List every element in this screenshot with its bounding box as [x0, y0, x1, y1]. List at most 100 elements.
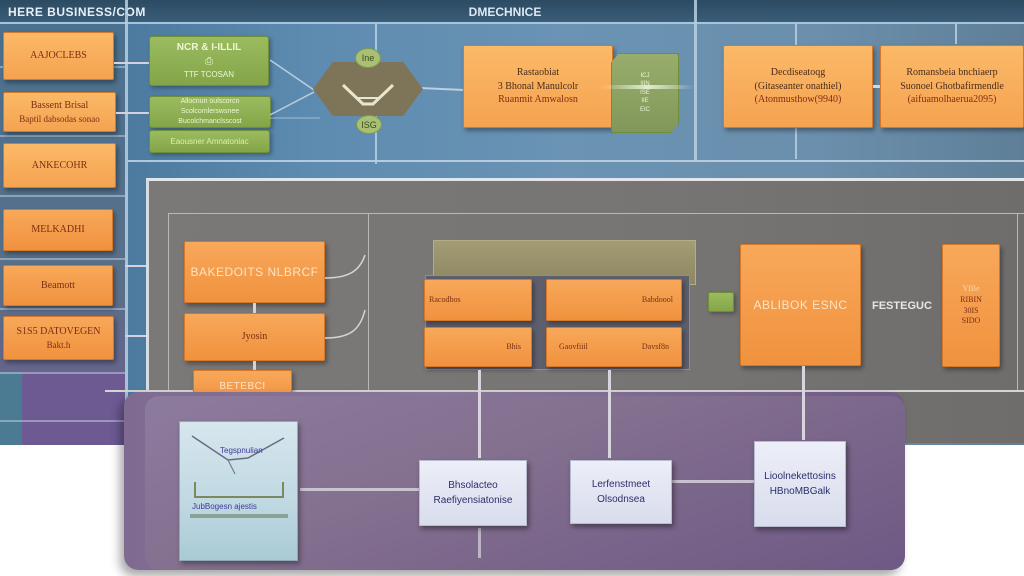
grid-cell-3[interactable]: Bhis	[424, 327, 532, 367]
left-item-5[interactable]: Beamott	[3, 265, 113, 306]
grid-cell-label: Racodbos	[429, 294, 461, 304]
cable-links	[325, 254, 366, 339]
left-item-label: Bassent Brisal	[30, 100, 89, 112]
connector-line	[478, 528, 481, 558]
connector-line	[478, 370, 481, 458]
service-card-1[interactable]: Rastaobiat 3 Bhonal Manulcolr Ruanmit Am…	[463, 45, 613, 128]
module-line: ICJ	[640, 73, 650, 80]
gateway-links	[270, 59, 465, 119]
connector-line	[253, 303, 256, 313]
left-item-label: S1S5 DATOVEGEN	[16, 326, 101, 338]
module-line: EIC	[639, 106, 650, 113]
inner-frame-left	[168, 213, 169, 390]
gateway-top-bubble[interactable]: Ine	[355, 48, 381, 68]
data-card-line: HBnoMBGalk	[769, 486, 831, 497]
data-card-line: Bhsolacteo	[448, 480, 498, 491]
left-item-6[interactable]: S1S5 DATOVEGEN Bakt.h	[3, 316, 114, 360]
data-card-line: Lerfenstmeet	[591, 479, 651, 490]
data-card-line: Olsodnsea	[597, 494, 645, 505]
module-line: IIIN	[640, 80, 649, 88]
service-block-big[interactable]: ABLIBOK ESNC	[740, 244, 861, 366]
service-line: 3 Bhonal Manulcolr	[497, 80, 579, 92]
left-row-line	[0, 420, 125, 422]
left-item-label: MELKADHI	[31, 224, 85, 236]
left-panel-title: HERE BUSINESS/COM	[8, 5, 146, 19]
service-block-label: BAKEDOITS NLBRCF	[190, 264, 319, 279]
left-item-label: ANKECOHR	[31, 159, 88, 171]
connector-line	[300, 488, 420, 491]
service-line: Suonoel Ghotbafirmendle	[900, 80, 1004, 92]
left-row-line	[0, 308, 125, 310]
green-card-title: NCR & I-ILLIL	[176, 42, 242, 54]
service-line: Romansbeia bnchiaerp	[906, 67, 998, 79]
floating-label: FESTEGUC	[872, 300, 932, 312]
service-line: (Gitaseanter onathiel)	[754, 80, 842, 92]
glow-link	[873, 85, 885, 88]
data-card-2[interactable]: Lerfenstmeet Olsodnsea	[570, 460, 672, 524]
grid-cell-label: Bhis	[506, 341, 521, 351]
green-card-label: Eaousner Amnatoniac	[170, 136, 249, 146]
service-line: (Atonmusthow(9940)	[754, 94, 842, 106]
service-block-tall[interactable]: YIBe RIBIN 30IS SIDO	[942, 244, 1000, 367]
grid-cell-2[interactable]: Babdoool	[546, 279, 682, 321]
top-header-bar	[0, 0, 1024, 24]
green-card-line: Scolcomlerswsnee	[180, 108, 240, 116]
grid-cell-label: Babdoool	[641, 294, 673, 304]
connector-line	[116, 112, 150, 114]
connector-module[interactable]: ICJ IIIN ISE IIE EIC	[611, 53, 679, 133]
left-item-sublabel: Baptil dabsodas sonao	[19, 113, 100, 124]
data-card-1[interactable]: Bhsolacteo Raefiyensiatonise	[419, 460, 527, 526]
inner-frame-divider	[368, 213, 369, 390]
inner-frame-top	[168, 213, 1024, 214]
service-line: Decdiseatoqg	[770, 67, 826, 79]
monitoring-device[interactable]: Tegspnulian JubBogesn ajestis	[179, 421, 298, 561]
service-line: (aifuamolhaerua2095)	[907, 94, 997, 106]
diagram-title: DMECHNICE	[468, 5, 542, 19]
connector-line	[802, 366, 805, 440]
green-card-caption: TTF TCOSAN	[183, 70, 235, 80]
grid-cell-4[interactable]: Gaovfiiil Davsf8n	[546, 327, 682, 367]
device-caption: JubBogesn ajestis	[192, 502, 257, 511]
grid-cell-1[interactable]: Racodbos	[424, 279, 532, 321]
router-icon	[341, 83, 395, 106]
tall-line: 30IS	[963, 305, 979, 315]
module-line: ISE	[640, 89, 650, 96]
grid-cell-label: Gaovfiiil	[559, 341, 588, 351]
left-item-sublabel: Bakt.h	[46, 339, 71, 350]
green-card-1[interactable]: NCR & I-ILLIL ⎙ TTF TCOSAN	[149, 36, 269, 86]
green-card-3[interactable]: Eaousner Amnatoniac	[149, 130, 270, 153]
tall-line: SIDO	[961, 316, 981, 326]
service-block-b[interactable]: Jyosin	[184, 313, 325, 361]
green-card-line: Allocnun oulscorcn	[180, 98, 240, 106]
left-column-lower-zone	[0, 372, 125, 445]
connector-line	[608, 370, 611, 458]
left-item-4[interactable]: MELKADHI	[3, 209, 113, 251]
left-item-label: Beamott	[41, 279, 75, 291]
left-item-2[interactable]: Bassent Brisal Baptil dabsodas sonao	[3, 92, 116, 132]
left-item-label: AAJOCLEBS	[30, 50, 87, 62]
service-block-label: Jyosin	[241, 331, 268, 343]
top-band-baseline	[128, 160, 1024, 162]
device-shelf	[190, 514, 288, 518]
connector-line	[114, 62, 150, 64]
connector-line	[672, 480, 756, 483]
green-card-2[interactable]: Allocnun oulscorcn Scolcomlerswsnee Buco…	[149, 96, 271, 128]
data-card-line: Raefiyensiatonise	[433, 495, 513, 506]
left-row-line	[0, 135, 125, 137]
status-indicator[interactable]	[708, 292, 734, 312]
data-card-line: Lioolnekettosins	[764, 471, 836, 482]
left-item-1[interactable]: AAJOCLEBS	[3, 32, 114, 80]
glow-link	[600, 85, 695, 89]
service-card-2[interactable]: Decdiseatoqg (Gitaseanter onathiel) (Ato…	[723, 45, 873, 128]
top-divider-4	[955, 24, 957, 44]
gateway-node[interactable]	[313, 62, 423, 116]
data-card-3[interactable]: Lioolnekettosins HBnoMBGalk	[754, 441, 846, 527]
gateway-bottom-bubble[interactable]: ISG	[356, 115, 382, 134]
service-block-a[interactable]: BAKEDOITS NLBRCF	[184, 241, 325, 303]
green-card-line: Bucolchmanclsscost	[178, 117, 242, 125]
left-item-3[interactable]: ANKECOHR	[3, 143, 116, 188]
zone-baseline	[105, 390, 1024, 392]
service-card-3[interactable]: Romansbeia bnchiaerp Suonoel Ghotbafirme…	[880, 45, 1024, 128]
top-divider-1	[694, 0, 697, 160]
left-row-line	[0, 195, 125, 197]
